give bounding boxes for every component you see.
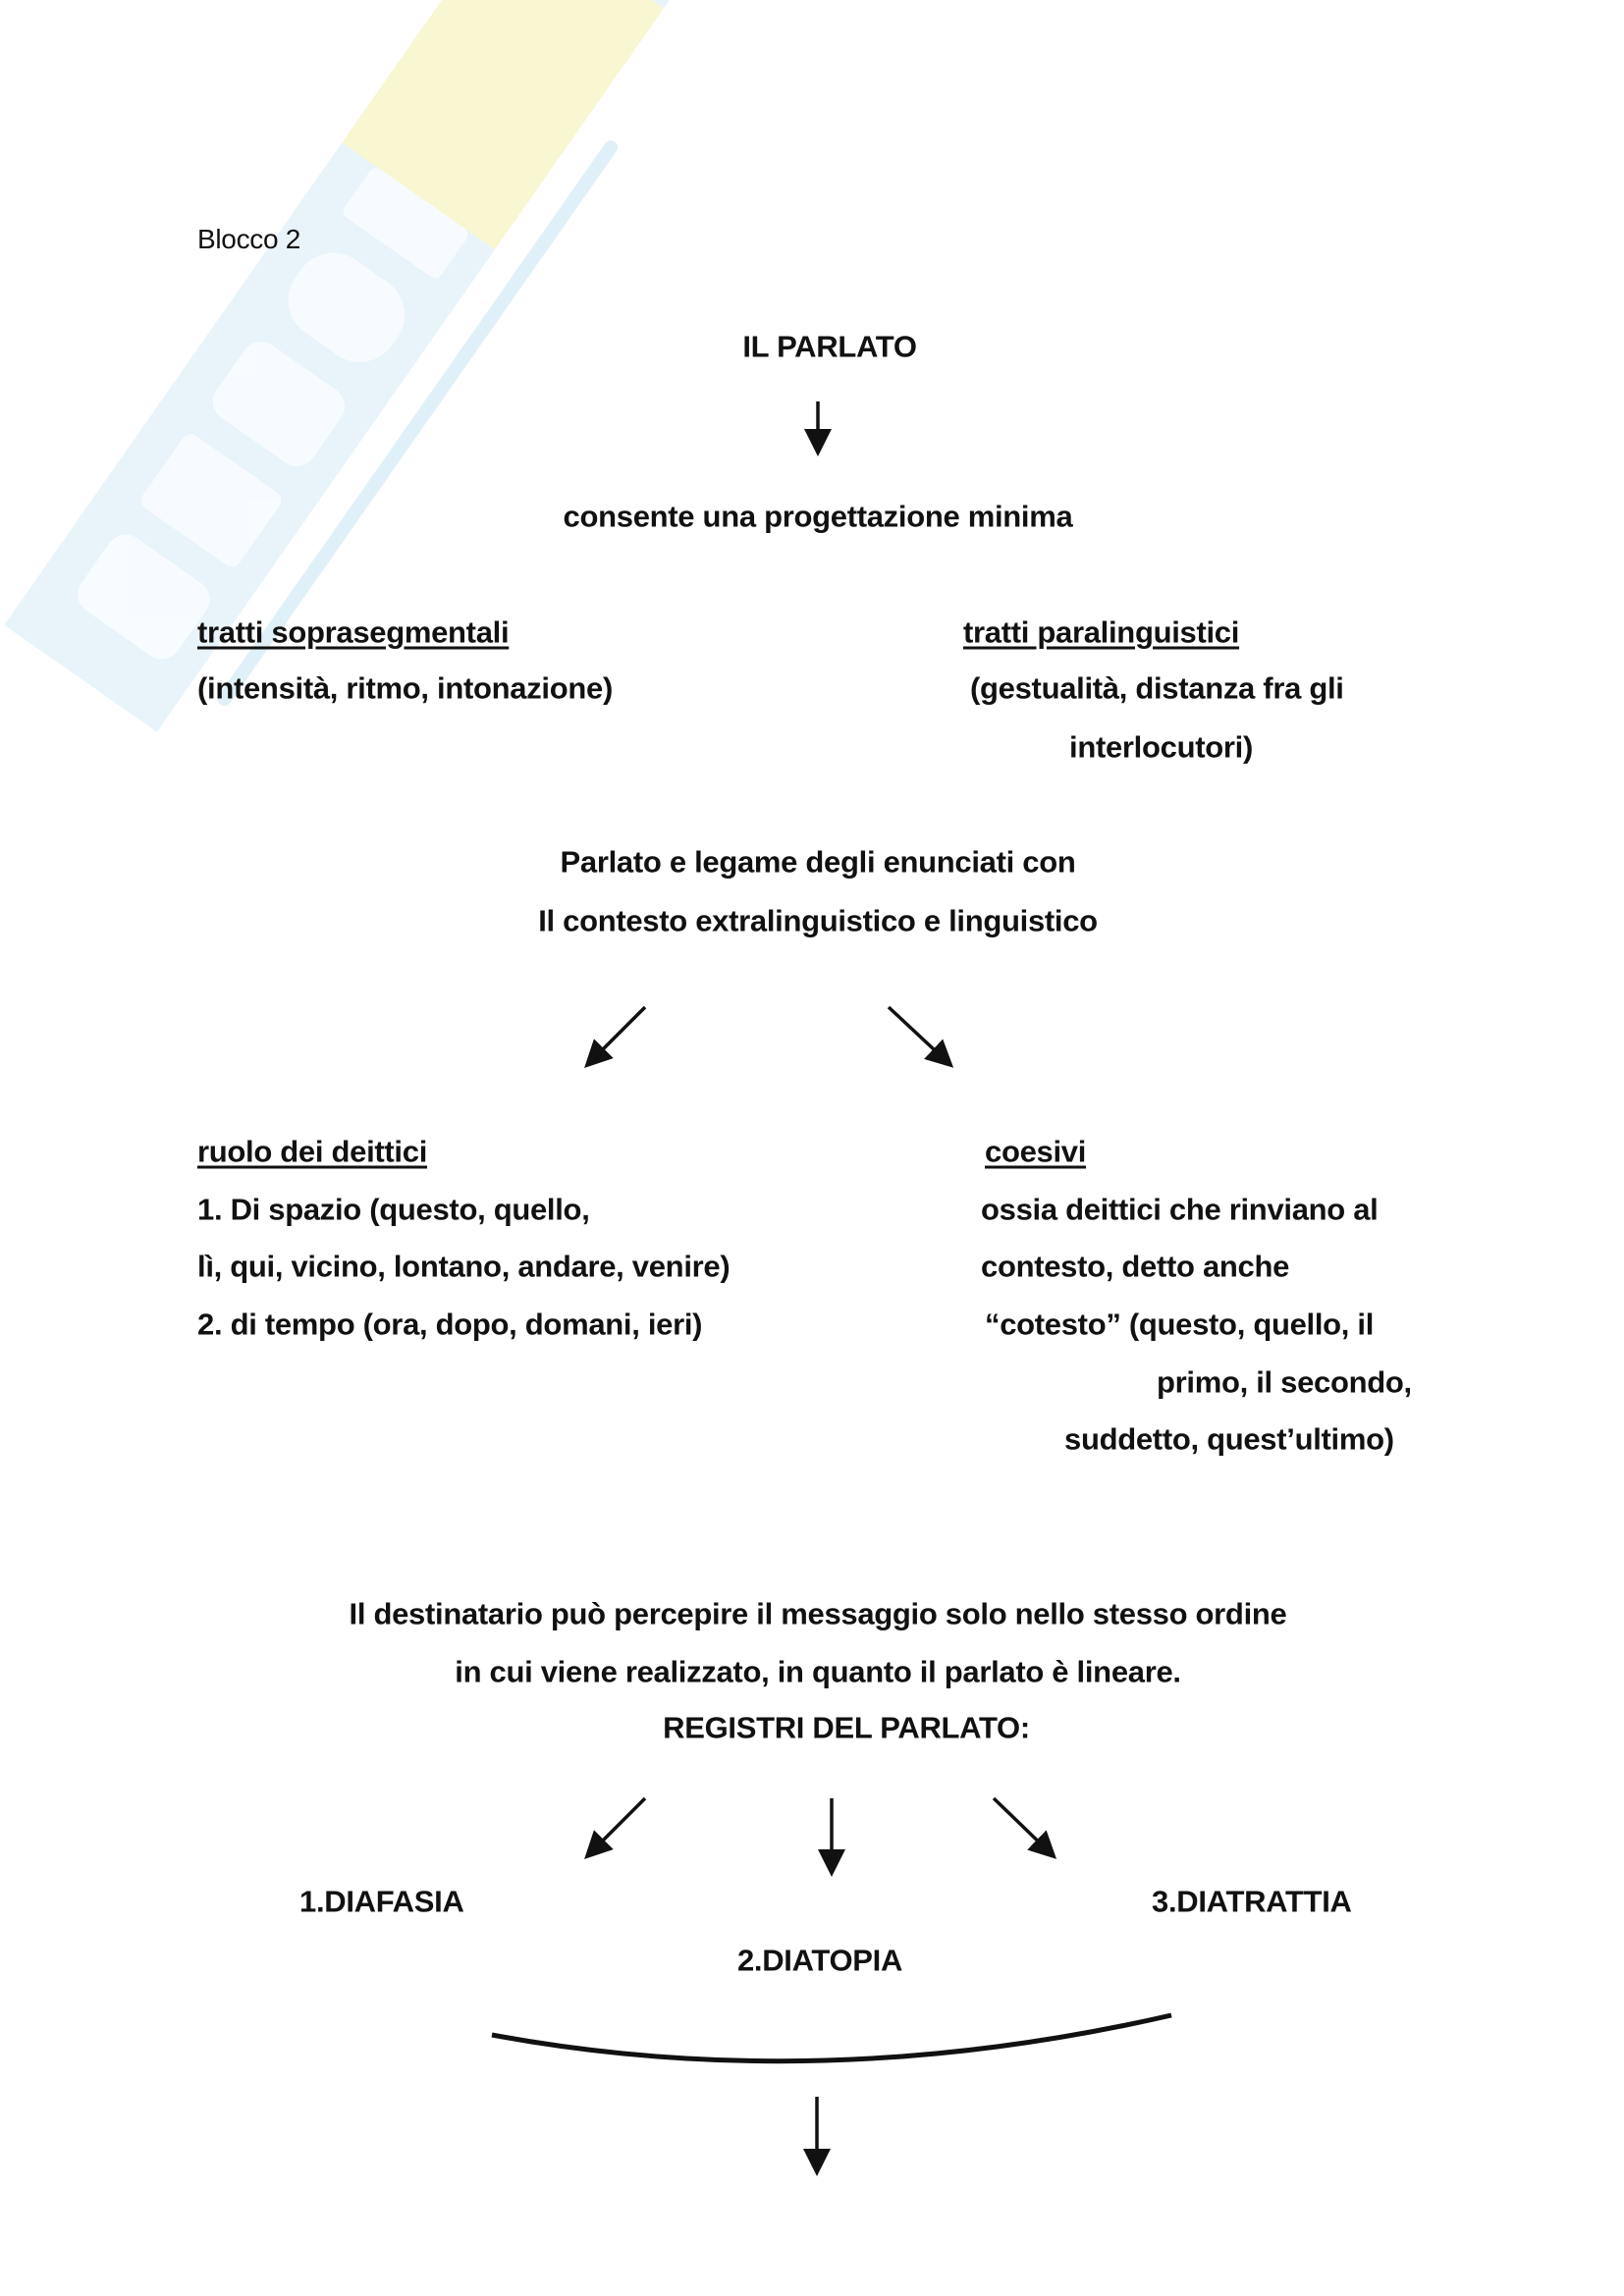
arrow-down-right-icon: [887, 1005, 954, 1068]
paralinguistic-details-1: (gestualità, distanza fra gli: [970, 670, 1344, 706]
cohesive-line-3: “cotesto” (questo, quello, il: [985, 1307, 1375, 1342]
paralinguistic-heading: tratti paralinguistici: [963, 614, 1240, 650]
arrow-down-left-icon: [584, 1005, 647, 1068]
block-label: Blocco 2: [197, 224, 300, 254]
cohesive-line-4: primo, il secondo,: [1157, 1364, 1412, 1400]
register-diatrattia: 3.DIATRATTIA: [1152, 1884, 1352, 1919]
cohesive-line-1: ossia deittici che rinviano al: [981, 1192, 1379, 1227]
linearity-line-1: Il destinatario può percepire il messagg…: [349, 1596, 1287, 1631]
deictics-line-1: 1. Di spazio (questo, quello,: [197, 1192, 590, 1227]
cohesive-line-5: suddetto, quest’ultimo): [1064, 1421, 1394, 1457]
arrow-down-right-icon: [992, 1796, 1057, 1859]
deictics-heading: ruolo dei deittici: [197, 1134, 428, 1169]
context-line-1: Parlato e legame degli enunciati con: [560, 844, 1076, 880]
cohesive-heading: coesivi: [985, 1134, 1087, 1169]
register-diatopia: 2.DIATOPIA: [736, 1943, 903, 1978]
subtitle: consente una progettazione minima: [563, 499, 1073, 534]
suprasegmental-heading: tratti soprasegmentali: [197, 614, 510, 650]
paralinguistic-details-2: interlocutori): [1069, 729, 1253, 765]
deictics-line-3: 2. di tempo (ora, dopo, domani, ieri): [197, 1307, 703, 1342]
grouping-brace: [491, 2012, 1172, 2064]
arrow-down-left-icon: [584, 1796, 647, 1859]
suprasegmental-details: (intensità, ritmo, intonazione): [197, 670, 613, 706]
deictics-line-2: lì, qui, vicino, lontano, andare, venire…: [197, 1249, 731, 1284]
registers-heading: REGISTRI DEL PARLATO:: [663, 1710, 1030, 1745]
page-title: IL PARLATO: [742, 329, 917, 364]
context-line-2: Il contesto extralinguistico e linguisti…: [538, 903, 1098, 938]
cohesive-line-2: contesto, detto anche: [981, 1249, 1290, 1284]
register-diafasia: 1.DIAFASIA: [299, 1884, 464, 1919]
linearity-line-2: in cui viene realizzato, in quanto il pa…: [455, 1654, 1181, 1689]
